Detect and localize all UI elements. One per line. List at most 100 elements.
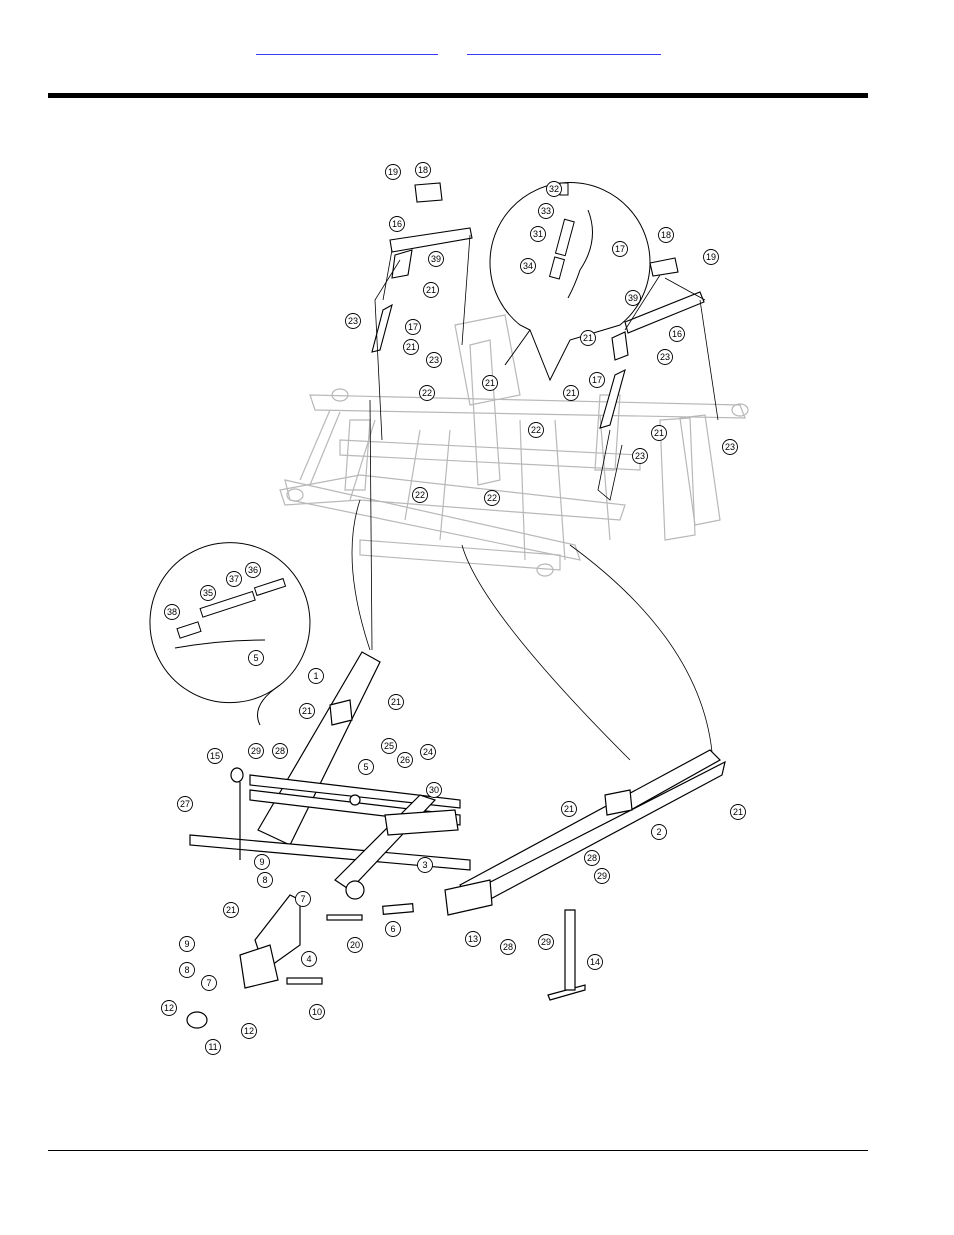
part-callout-22: 22 — [484, 490, 500, 506]
part-callout-8: 8 — [179, 962, 195, 978]
callout-circle — [200, 585, 216, 601]
callout-number: 7 — [206, 978, 211, 988]
leader-lines-upper — [351, 234, 719, 761]
callout-circle — [580, 330, 596, 346]
part-callout-33: 33 — [538, 203, 554, 219]
part-callout-28: 28 — [272, 743, 288, 759]
callout-circle — [594, 868, 610, 884]
callout-circle — [389, 216, 405, 232]
callout-number: 8 — [262, 875, 267, 885]
callout-circle — [385, 164, 401, 180]
callout-circle — [207, 748, 223, 764]
callout-number: 23 — [660, 352, 670, 362]
callout-number: 23 — [725, 442, 735, 452]
callout-circle — [482, 375, 498, 391]
callout-circle — [412, 487, 428, 503]
callout-number: 34 — [523, 261, 533, 271]
part-callout-16: 16 — [669, 326, 685, 342]
callout-circle — [417, 857, 433, 873]
top-link-1[interactable] — [256, 40, 438, 55]
callout-number: 29 — [597, 871, 607, 881]
callout-number: 23 — [429, 355, 439, 365]
callout-number: 18 — [661, 230, 671, 240]
callout-circle — [415, 162, 431, 178]
callout-circle — [226, 571, 242, 587]
part-callout-17: 17 — [612, 241, 628, 257]
part-callout-9: 9 — [179, 936, 195, 952]
part-callout-21: 21 — [563, 385, 579, 401]
callout-number: 27 — [180, 799, 190, 809]
part-callout-23: 23 — [657, 349, 673, 365]
part-callout-31: 31 — [530, 226, 546, 242]
part-callout-1: 1 — [308, 668, 324, 684]
part-callout-21: 21 — [403, 339, 419, 355]
callout-circle — [345, 313, 361, 329]
callout-number: 4 — [306, 954, 311, 964]
header-rule — [48, 93, 868, 98]
callout-number: 2 — [656, 827, 661, 837]
callout-number: 22 — [531, 425, 541, 435]
callout-number: 21 — [426, 285, 436, 295]
callout-circle — [358, 759, 374, 775]
part-callout-14: 14 — [587, 954, 603, 970]
callout-circle — [589, 372, 605, 388]
top-link-2[interactable] — [467, 40, 661, 55]
callout-number: 5 — [253, 653, 258, 663]
part-callout-32: 32 — [546, 181, 562, 197]
callout-number: 32 — [549, 184, 559, 194]
callout-circle — [381, 738, 397, 754]
callout-number: 28 — [587, 853, 597, 863]
detail-bubble-17 — [489, 182, 651, 382]
callout-number: 38 — [167, 607, 177, 617]
callout-number: 19 — [388, 167, 398, 177]
callout-circle — [164, 604, 180, 620]
callout-number: 22 — [422, 388, 432, 398]
callout-number: 16 — [672, 329, 682, 339]
part-callout-29: 29 — [248, 743, 264, 759]
part-callout-38: 38 — [164, 604, 180, 620]
background-frame — [279, 314, 749, 577]
part-callout-2: 2 — [651, 824, 667, 840]
callout-circle — [538, 203, 554, 219]
callout-number: 21 — [566, 388, 576, 398]
part-callout-3: 3 — [417, 857, 433, 873]
callout-circle — [658, 227, 674, 243]
callout-circle — [301, 951, 317, 967]
callout-number: 21 — [226, 905, 236, 915]
callout-number: 21 — [654, 428, 664, 438]
callout-number: 18 — [418, 165, 428, 175]
callout-number: 26 — [400, 755, 410, 765]
callout-number: 12 — [244, 1026, 254, 1036]
callout-number: 33 — [541, 206, 551, 216]
callout-circle — [241, 1023, 257, 1039]
callout-number: 17 — [592, 375, 602, 385]
callout-circle — [388, 694, 404, 710]
callout-circle — [426, 782, 442, 798]
part-callout-21: 21 — [482, 375, 498, 391]
part-callout-5: 5 — [248, 650, 264, 666]
part-callout-18: 18 — [658, 227, 674, 243]
part-callout-4: 4 — [301, 951, 317, 967]
part-callout-29: 29 — [538, 934, 554, 950]
callout-number: 21 — [391, 697, 401, 707]
callout-number: 3 — [422, 860, 427, 870]
part-callout-22: 22 — [528, 422, 544, 438]
callout-number: 39 — [431, 254, 441, 264]
callout-number: 29 — [541, 937, 551, 947]
part-callout-6: 6 — [385, 921, 401, 937]
part-callout-23: 23 — [632, 448, 648, 464]
callout-number: 25 — [384, 741, 394, 751]
part-callout-21: 21 — [223, 902, 239, 918]
callout-circle — [420, 744, 436, 760]
callout-circle — [669, 326, 685, 342]
callout-number: 17 — [408, 322, 418, 332]
callout-circle — [612, 241, 628, 257]
callout-number: 16 — [392, 219, 402, 229]
callout-number: 21 — [564, 804, 574, 814]
callout-circle — [500, 939, 516, 955]
part-callout-9: 9 — [254, 854, 270, 870]
callout-circle — [465, 931, 481, 947]
callout-number: 1 — [313, 671, 318, 681]
callout-number: 9 — [184, 939, 189, 949]
